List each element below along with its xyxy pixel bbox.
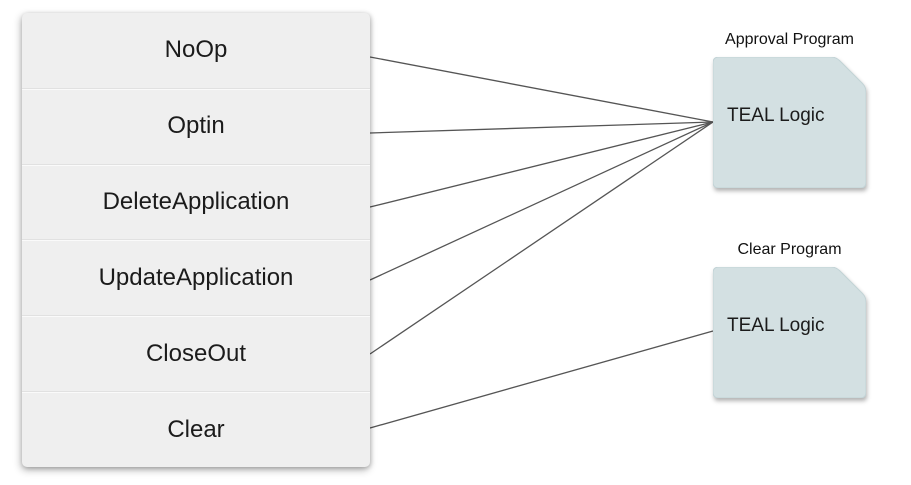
edge-updateapplication-to-approval	[369, 121, 714, 281]
approval-program-card: Approval Program TEAL Logic	[713, 31, 866, 188]
edge-deleteapplication-to-approval	[369, 121, 714, 208]
edge-clear-to-clearprogram	[369, 330, 714, 429]
clear-program-card: Clear Program TEAL Logic	[713, 241, 866, 398]
edge-closeout-to-approval	[369, 121, 714, 355]
operation-label: DeleteApplication	[102, 188, 290, 216]
operation-row-closeout: CloseOut	[22, 315, 370, 391]
edge-noop-to-approval	[369, 56, 714, 123]
operation-list: NoOp Optin DeleteApplication UpdateAppli…	[22, 13, 370, 467]
clear-program-body: TEAL Logic	[727, 315, 825, 336]
operation-label: NoOp	[164, 36, 228, 64]
document-icon	[713, 267, 866, 398]
clear-program-shape: TEAL Logic	[713, 267, 866, 398]
operation-row-updateapplication: UpdateApplication	[22, 239, 370, 315]
operation-row-clear: Clear	[22, 391, 370, 467]
approval-program-body: TEAL Logic	[727, 105, 825, 126]
operation-row-optin: Optin	[22, 87, 370, 164]
operation-label: UpdateApplication	[98, 263, 294, 291]
operation-label: Optin	[167, 112, 225, 140]
approval-program-shape: TEAL Logic	[713, 57, 866, 188]
edge-optin-to-approval	[369, 121, 714, 134]
operation-row-deleteapplication: DeleteApplication	[22, 163, 370, 240]
clear-program-title: Clear Program	[737, 241, 842, 258]
approval-program-title: Approval Program	[725, 31, 854, 48]
document-icon	[713, 57, 866, 188]
operation-label: Clear	[167, 415, 225, 443]
operation-row-noop: NoOp	[22, 13, 370, 88]
operation-label: CloseOut	[145, 339, 247, 367]
